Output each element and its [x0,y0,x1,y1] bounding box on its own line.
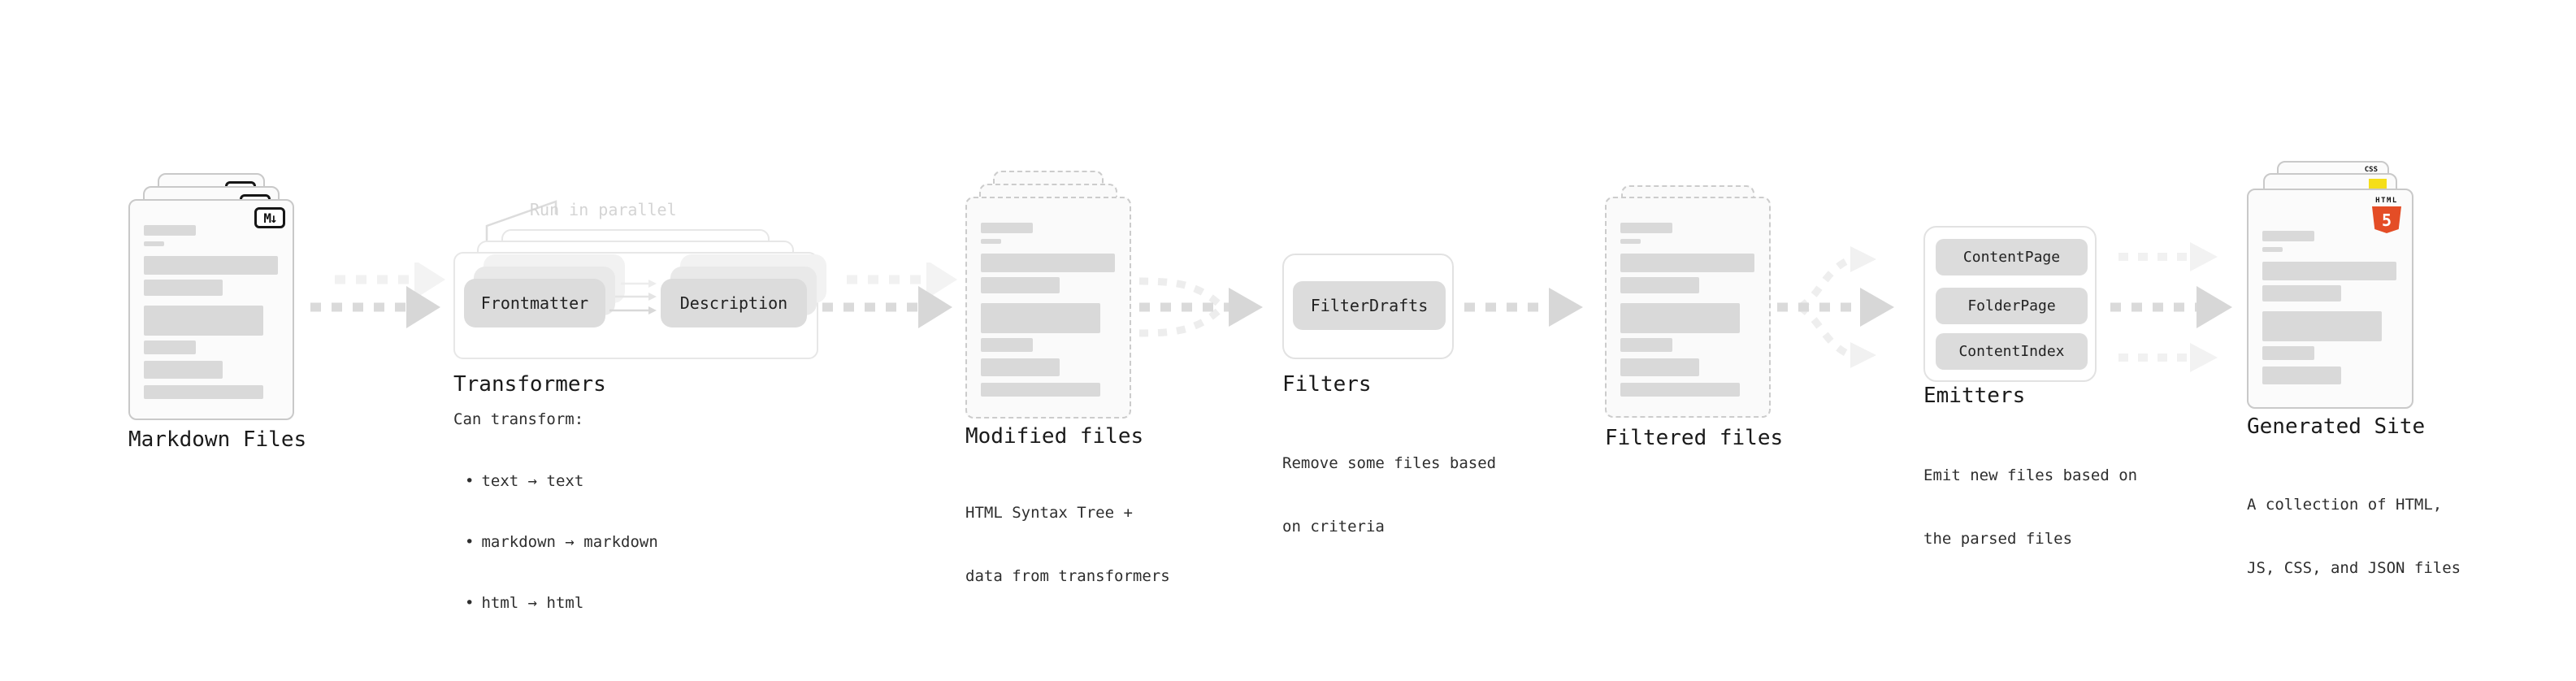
text-placeholder-bar [981,303,1100,333]
text-placeholder-bar [2262,247,2283,252]
text-placeholder-bar [2262,231,2314,241]
node-title: Markdown Files [128,427,307,452]
text-placeholder-bar [981,254,1115,272]
text-placeholder-bar [1620,358,1699,376]
bullet-icon: • [465,533,475,551]
node-title: Filtered files [1605,426,1784,450]
file-content-placeholder [2249,190,2412,384]
node-title: Emitters [1923,384,2026,408]
node-subtitle: HTML Syntax Tree + data from transformer… [965,504,1170,585]
file-card [965,197,1131,419]
text-placeholder-bar [1620,383,1740,397]
flow-arrows-parallel [2110,242,2232,372]
markdown-icon: M↓ [254,207,285,228]
node-subtitle: A collection of HTML, JS, CSS, and JSON … [2247,496,2461,577]
flow-arrow-converge [1138,277,1263,337]
text-placeholder-bar [981,338,1033,352]
text-placeholder-bar [1620,338,1672,352]
text-placeholder-bar [2262,285,2341,301]
file-content-placeholder [1607,198,1769,397]
transform-bullet-list: •text → text •markdown → markdown •html … [453,431,658,654]
run-in-parallel-note: Run in parallel [530,200,677,219]
list-item: •html → html [465,594,584,612]
text-placeholder-bar [981,239,1001,244]
parallel-arrows-icon [609,280,657,314]
node-title: Transformers [453,372,606,397]
flow-arrow-right [1464,288,1583,327]
file-card [1605,197,1771,418]
list-item: •text → text [465,472,584,490]
filter-pill-filterdrafts: FilterDrafts [1293,281,1446,330]
js-icon [2369,179,2387,189]
text-placeholder-bar [144,225,196,236]
text-placeholder-bar [981,277,1060,293]
emitter-pill-contentpage: ContentPage [1936,239,2088,275]
text-placeholder-bar [1620,303,1740,333]
file-card: M↓ [128,199,294,420]
text-placeholder-bar [2262,367,2341,384]
emitter-pill-folderpage: FolderPage [1936,288,2088,324]
bullet-icon: • [465,472,475,490]
node-emitters: ContentPage FolderPage ContentIndex [1923,226,2097,382]
node-title: Filters [1282,372,1372,397]
list-item: •markdown → markdown [465,533,658,551]
flow-arrow-right [822,262,957,328]
text-placeholder-bar [2262,346,2314,360]
file-content-placeholder [130,201,293,399]
text-placeholder-bar [1620,223,1672,233]
text-placeholder-bar [144,280,223,296]
callout-leader-line [485,200,557,249]
emitter-pill-contentindex: ContentIndex [1936,333,2088,370]
flow-arrow-diverge [1777,246,1894,368]
node-transformers: Frontmatter Description [453,229,876,375]
text-placeholder-bar [981,383,1100,397]
text-placeholder-bar [144,306,263,336]
node-filters: FilterDrafts [1282,254,1454,359]
text-placeholder-bar [1620,239,1641,244]
text-placeholder-bar [144,241,164,246]
node-title: Modified files [965,424,1144,449]
transformer-pill-frontmatter: Frontmatter [464,279,605,327]
text-placeholder-bar [981,223,1033,233]
bullet-icon: • [465,594,475,612]
node-filtered-files [1605,185,1800,429]
html5-icon: HTML 5 [2369,197,2405,233]
node-modified-files [965,171,1160,423]
text-placeholder-bar [144,256,278,275]
node-subtitle: Can transform: [453,410,584,428]
flow-arrow-right [310,262,445,328]
text-placeholder-bar [1620,254,1754,272]
text-placeholder-bar [144,385,263,399]
node-markdown-files: M↓ M↓ M↓ [128,173,323,425]
text-placeholder-bar [1620,277,1699,293]
node-generated-site: CSS HTML 5 [2247,161,2442,413]
text-placeholder-bar [981,358,1060,376]
text-placeholder-bar [2262,311,2382,341]
text-placeholder-bar [2262,262,2396,280]
file-card: HTML 5 [2247,189,2413,409]
text-placeholder-bar [144,361,223,379]
node-title: Generated Site [2247,414,2426,439]
node-subtitle: Remove some files based on criteria [1282,454,1497,536]
text-placeholder-bar [144,340,196,354]
node-subtitle: Emit new files based on the parsed files [1923,466,2138,548]
file-content-placeholder [967,198,1130,397]
transformer-pill-description: Description [661,279,807,327]
